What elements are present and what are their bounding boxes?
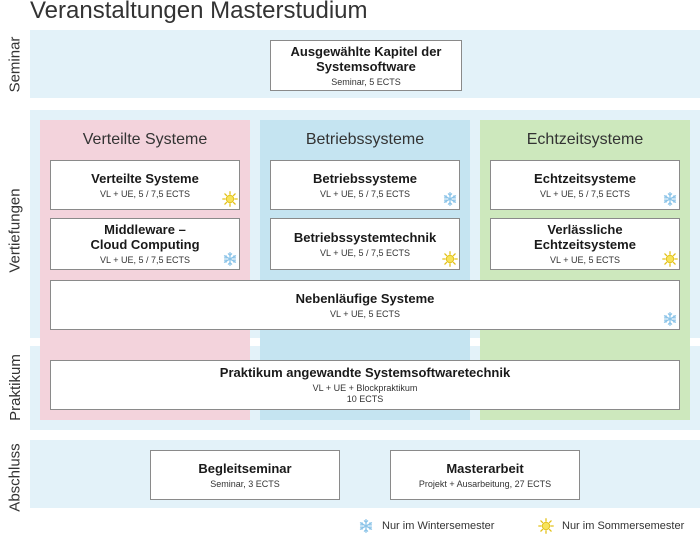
course-box-verteilte-systeme[interactable]: Verteilte Systeme VL + UE, 5 / 7,5 ECTS [50, 160, 240, 210]
legend-snowflake-icon [358, 518, 374, 534]
course-title: Masterarbeit [446, 460, 524, 476]
course-title: Begleitseminar [198, 460, 292, 476]
course-box-begleitseminar[interactable]: Begleitseminar Seminar, 3 ECTS [150, 450, 340, 500]
snowflake-icon [662, 191, 678, 207]
legend-sun-icon [538, 518, 554, 534]
column-title-verteilte: Verteilte Systeme [82, 131, 208, 148]
course-title: Praktikum angewandte Systemsoftwaretechn… [219, 365, 511, 380]
course-title: Verlässliche Echtzeitsysteme [534, 222, 636, 252]
sun-icon [442, 251, 458, 267]
course-title: Echtzeitsysteme [534, 170, 636, 186]
page-title: Veranstaltungen Masterstudium [30, 0, 368, 24]
course-subtitle: VL + UE + Blockpraktikum 10 ECTS [312, 383, 418, 404]
snowflake-icon [662, 311, 678, 327]
column-title-echtzeit: Echtzeitsysteme [526, 131, 644, 148]
course-title: Middleware – Cloud Computing [90, 222, 200, 252]
course-title: Betriebssysteme [312, 170, 418, 186]
course-subtitle: Projekt + Ausarbeitung, 27 ECTS [418, 478, 552, 489]
course-box-betriebssysteme[interactable]: Betriebssysteme VL + UE, 5 / 7,5 ECTS [270, 160, 460, 210]
course-box-praktikum[interactable]: Praktikum angewandte Systemsoftwaretechn… [50, 360, 680, 410]
course-subtitle: Seminar, 5 ECTS [331, 76, 401, 87]
course-box-echtzeitsysteme[interactable]: Echtzeitsysteme VL + UE, 5 / 7,5 ECTS [490, 160, 680, 210]
course-box-masterarbeit[interactable]: Masterarbeit Projekt + Ausarbeitung, 27 … [390, 450, 580, 500]
course-subtitle: VL + UE, 5 ECTS [330, 308, 400, 319]
row-label-abschluss: Abschluss [6, 442, 24, 512]
course-box-verlaessliche-echtzeitsysteme[interactable]: Verlässliche Echtzeitsysteme VL + UE, 5 … [490, 218, 680, 270]
course-subtitle: VL + UE, 5 / 7,5 ECTS [540, 188, 630, 199]
course-title: Nebenläufige Systeme [295, 290, 435, 306]
course-title: Ausgewählte Kapitel der Systemsoftware [290, 43, 442, 74]
sun-icon [662, 251, 678, 267]
sun-icon [222, 191, 238, 207]
course-subtitle: VL + UE, 5 ECTS [550, 255, 620, 265]
row-label-seminar: Seminar [6, 36, 24, 92]
course-box-nebenlaeufige-systeme[interactable]: Nebenläufige Systeme VL + UE, 5 ECTS [50, 280, 680, 330]
row-label-praktikum: Praktikum [6, 354, 24, 421]
snowflake-icon [442, 191, 458, 207]
course-title: Betriebssystemtechnik [293, 229, 437, 245]
row-band-abschluss [30, 440, 700, 508]
snowflake-icon [222, 251, 238, 267]
course-box-middleware[interactable]: Middleware – Cloud Computing VL + UE, 5 … [50, 218, 240, 270]
course-box-ausgewaehlte-kapitel[interactable]: Ausgewählte Kapitel der Systemsoftware S… [270, 40, 462, 91]
course-subtitle: VL + UE, 5 / 7,5 ECTS [320, 188, 410, 199]
course-subtitle: VL + UE, 5 / 7,5 ECTS [100, 188, 190, 199]
course-subtitle: VL + UE, 5 / 7,5 ECTS [100, 255, 190, 265]
legend-summer-label: Nur im Sommersemester [562, 520, 685, 532]
row-label-vertiefungen: Vertiefungen [6, 187, 24, 273]
column-title-betriebs: Betriebssysteme [305, 131, 425, 148]
course-box-betriebssystemtechnik[interactable]: Betriebssystemtechnik VL + UE, 5 / 7,5 E… [270, 218, 460, 270]
course-subtitle: Seminar, 3 ECTS [210, 478, 280, 489]
legend-winter-label: Nur im Wintersemester [382, 520, 495, 532]
course-subtitle: VL + UE, 5 / 7,5 ECTS [320, 247, 410, 258]
course-title: Verteilte Systeme [91, 170, 199, 186]
